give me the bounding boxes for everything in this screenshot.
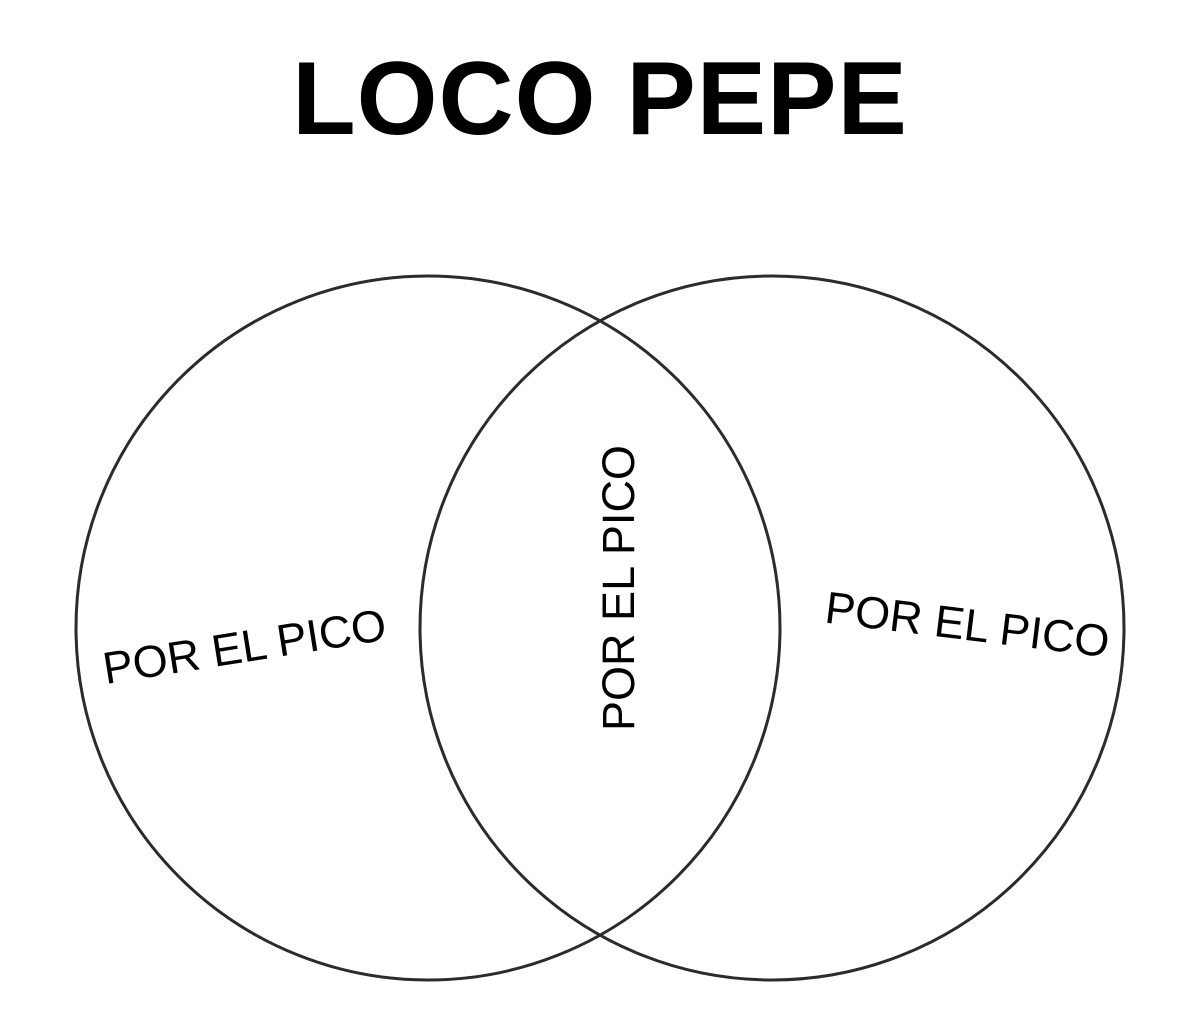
left-region-label: POR EL PICO [99,599,389,694]
right-circle [418,274,1126,982]
left-circle [74,274,782,982]
intersection-label: POR EL PICO [593,445,644,731]
right-region-label: POR EL PICO [822,582,1112,667]
diagram-title: LOCO PEPE [292,41,908,157]
